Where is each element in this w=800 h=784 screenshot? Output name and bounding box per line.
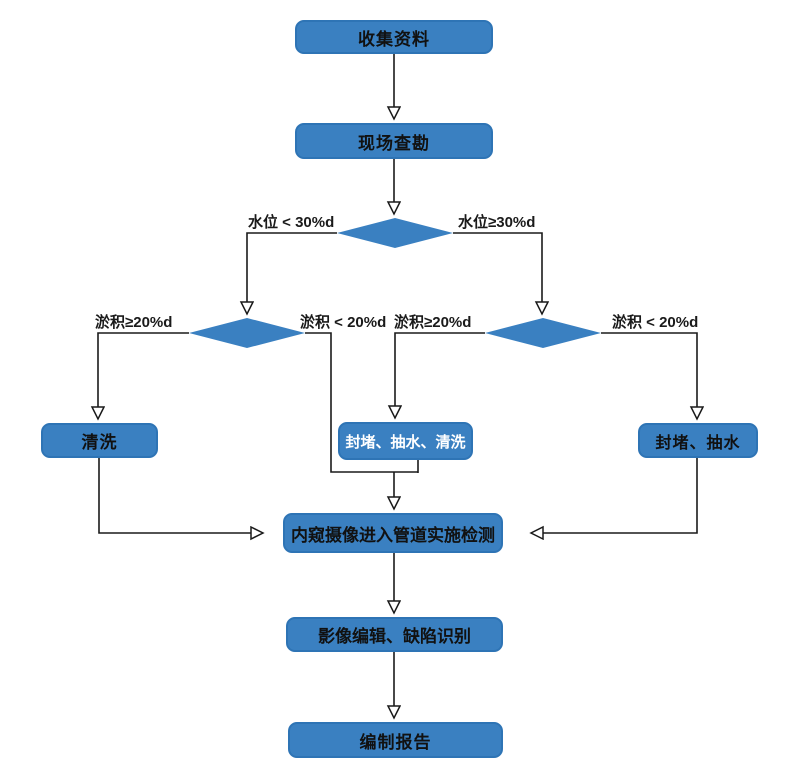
node-plug-pump: 封堵、抽水 (638, 423, 758, 458)
edge-plug-pump-to-inspect (531, 458, 698, 533)
node-image-edit-defect-id-label: 影像编辑、缺陷识别 (318, 627, 471, 646)
node-compile-report: 编制报告 (288, 722, 503, 758)
edge-label-water-lt-30: 水位 < 30%d (248, 214, 335, 231)
edge-label-water-ge-30: 水位≥30%d (458, 214, 536, 231)
edge-label-silt-ge-20-left: 淤积≥20%d (95, 314, 173, 331)
edge-silt-lt-right-branch (601, 332, 697, 419)
water-level-decision-diamond (337, 218, 453, 248)
node-collect-data: 收集资料 (295, 20, 493, 54)
silt-decision-right-diamond (485, 318, 601, 348)
edge-silt-lt-left-branch (305, 332, 418, 473)
node-plug-pump-clean: 封堵、抽水、清洗 (338, 422, 473, 460)
node-plug-pump-clean-label: 封堵、抽水、清洗 (345, 433, 466, 451)
node-site-survey: 现场查勘 (295, 123, 493, 159)
edge-label-silt-lt-20-left: 淤积 < 20%d (300, 314, 387, 331)
node-compile-report-label: 编制报告 (359, 732, 432, 752)
node-camera-inspection-label: 内窥摄像进入管道实施检测 (291, 525, 495, 545)
node-clean-label: 清洗 (81, 433, 118, 452)
edge-label-silt-lt-20-right: 淤积 < 20%d (612, 314, 699, 331)
edge-water-lt-branch (247, 232, 337, 314)
edge-water-ge-branch (453, 232, 542, 314)
silt-decision-left-diamond (189, 318, 305, 348)
node-collect-data-label: 收集资料 (358, 29, 430, 49)
node-clean: 清洗 (41, 423, 158, 458)
node-plug-pump-label: 封堵、抽水 (655, 434, 741, 452)
node-camera-inspection: 内窥摄像进入管道实施检测 (283, 513, 503, 553)
node-image-edit-defect-id: 影像编辑、缺陷识别 (286, 617, 503, 652)
edge-label-silt-ge-20-mid: 淤积≥20%d (394, 314, 472, 331)
node-site-survey-label: 现场查勘 (358, 133, 430, 153)
edge-silt-ge-mid-branch (395, 332, 485, 418)
edge-silt-ge-left-branch (98, 332, 189, 419)
edge-clean-to-inspect (98, 458, 263, 533)
